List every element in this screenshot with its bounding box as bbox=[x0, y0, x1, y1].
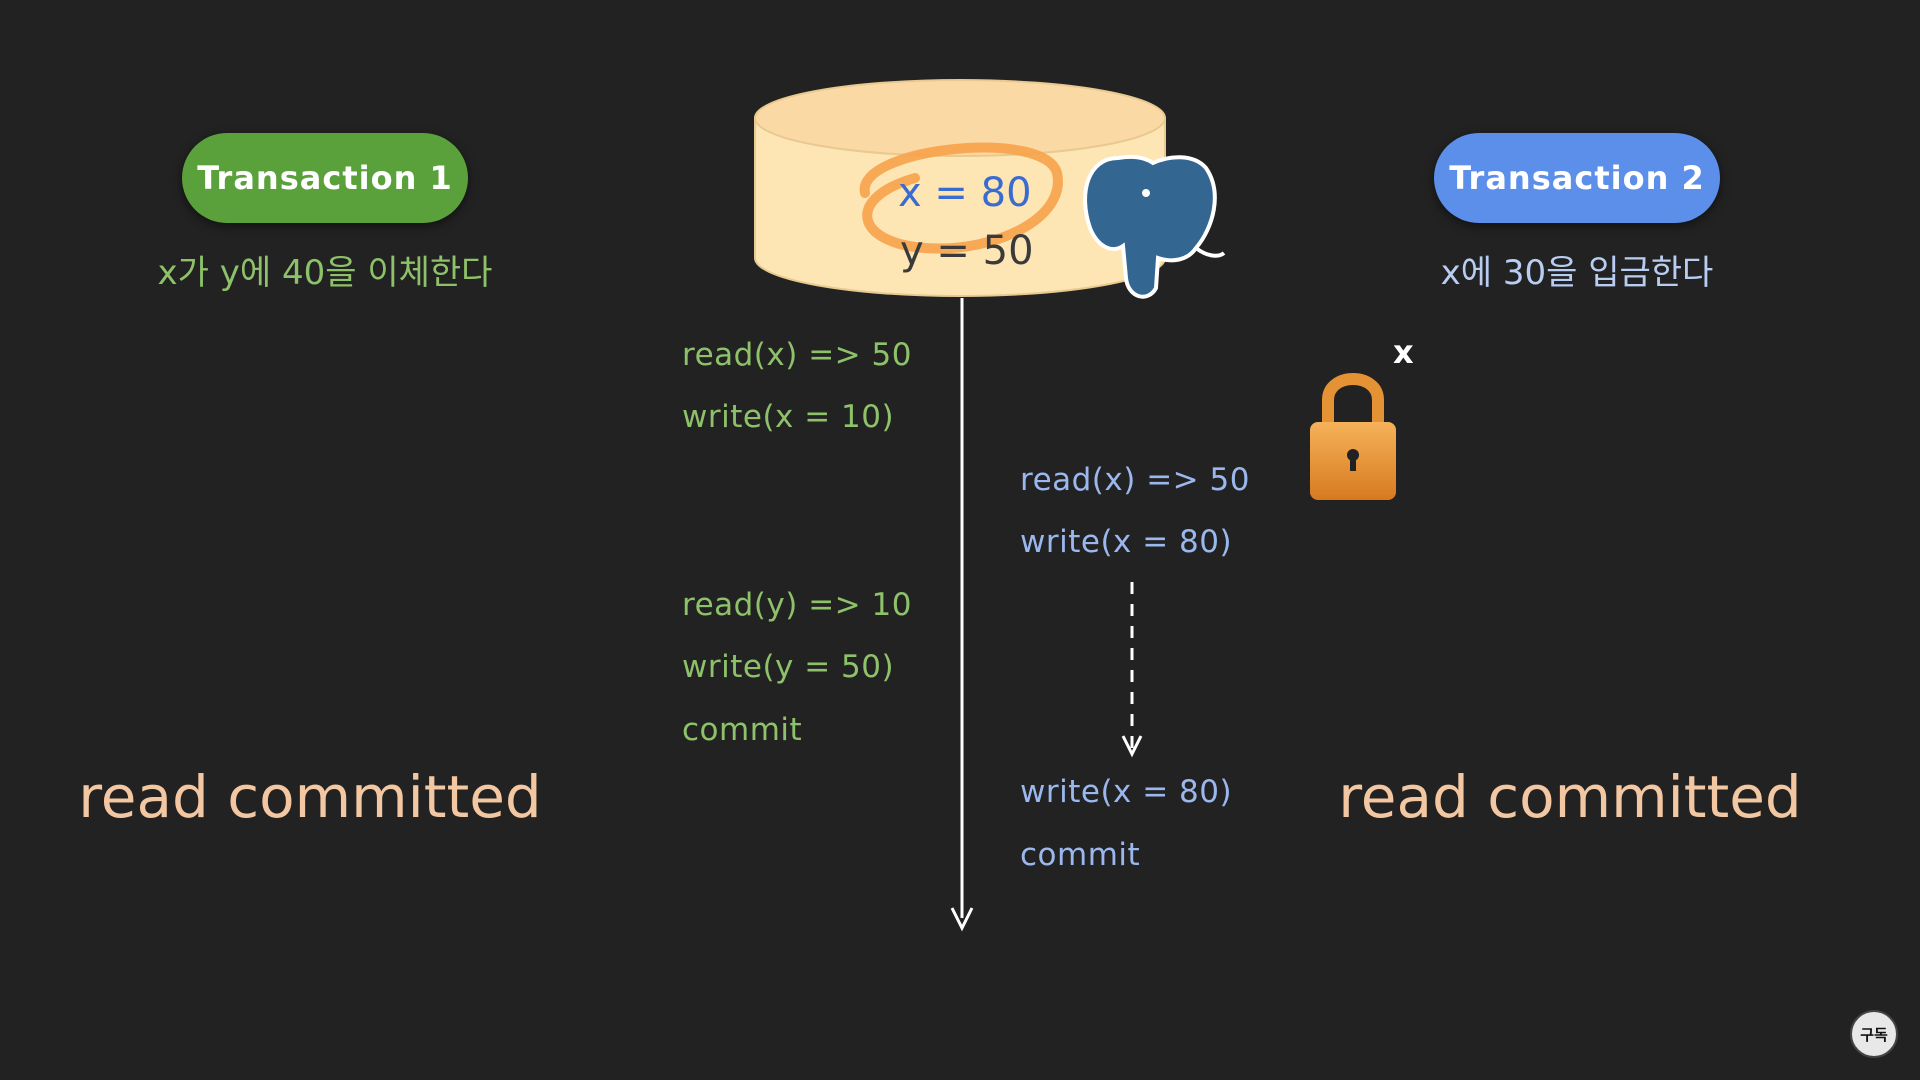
lock-target-label: x bbox=[1393, 333, 1414, 371]
t2-op-read-x: read(x) => 50 bbox=[1020, 462, 1250, 498]
transaction-1-isolation-level: read committed bbox=[78, 763, 542, 831]
transaction-1-label: Transaction 1 bbox=[197, 159, 453, 197]
transaction-2-description: x에 30을 입금한다 bbox=[1440, 253, 1714, 293]
transaction-1-description: x가 y에 40을 이체한다 bbox=[157, 253, 493, 293]
database-cylinder bbox=[754, 79, 1166, 297]
t1-op-write-x: write(x = 10) bbox=[682, 399, 895, 435]
t1-op-read-y: read(y) => 10 bbox=[682, 587, 912, 623]
subscribe-badge-label: 구독 bbox=[1860, 1025, 1888, 1044]
transaction-1-badge: Transaction 1 bbox=[182, 133, 468, 223]
t2-op-write-x-retry: write(x = 80) bbox=[1020, 774, 1233, 810]
t1-op-commit: commit bbox=[682, 712, 803, 748]
transaction-2-isolation-level: read committed bbox=[1338, 763, 1802, 831]
db-y-value: y = 50 bbox=[900, 228, 1034, 274]
postgresql-elephant-icon bbox=[1083, 154, 1226, 299]
t2-op-write-x: write(x = 80) bbox=[1020, 524, 1233, 560]
t2-op-commit: commit bbox=[1020, 837, 1141, 873]
t1-op-read-x: read(x) => 50 bbox=[682, 337, 912, 373]
lock-icon bbox=[1310, 373, 1396, 500]
transaction-2-badge: Transaction 2 bbox=[1434, 133, 1720, 223]
t1-op-write-y: write(y = 50) bbox=[682, 649, 895, 685]
subscribe-badge[interactable]: 구독 bbox=[1850, 1010, 1898, 1058]
transaction-2-label: Transaction 2 bbox=[1449, 159, 1705, 197]
db-x-value: x = 80 bbox=[898, 170, 1032, 216]
wait-dashed-arrow bbox=[1121, 582, 1143, 758]
timeline-arrow bbox=[950, 298, 974, 932]
